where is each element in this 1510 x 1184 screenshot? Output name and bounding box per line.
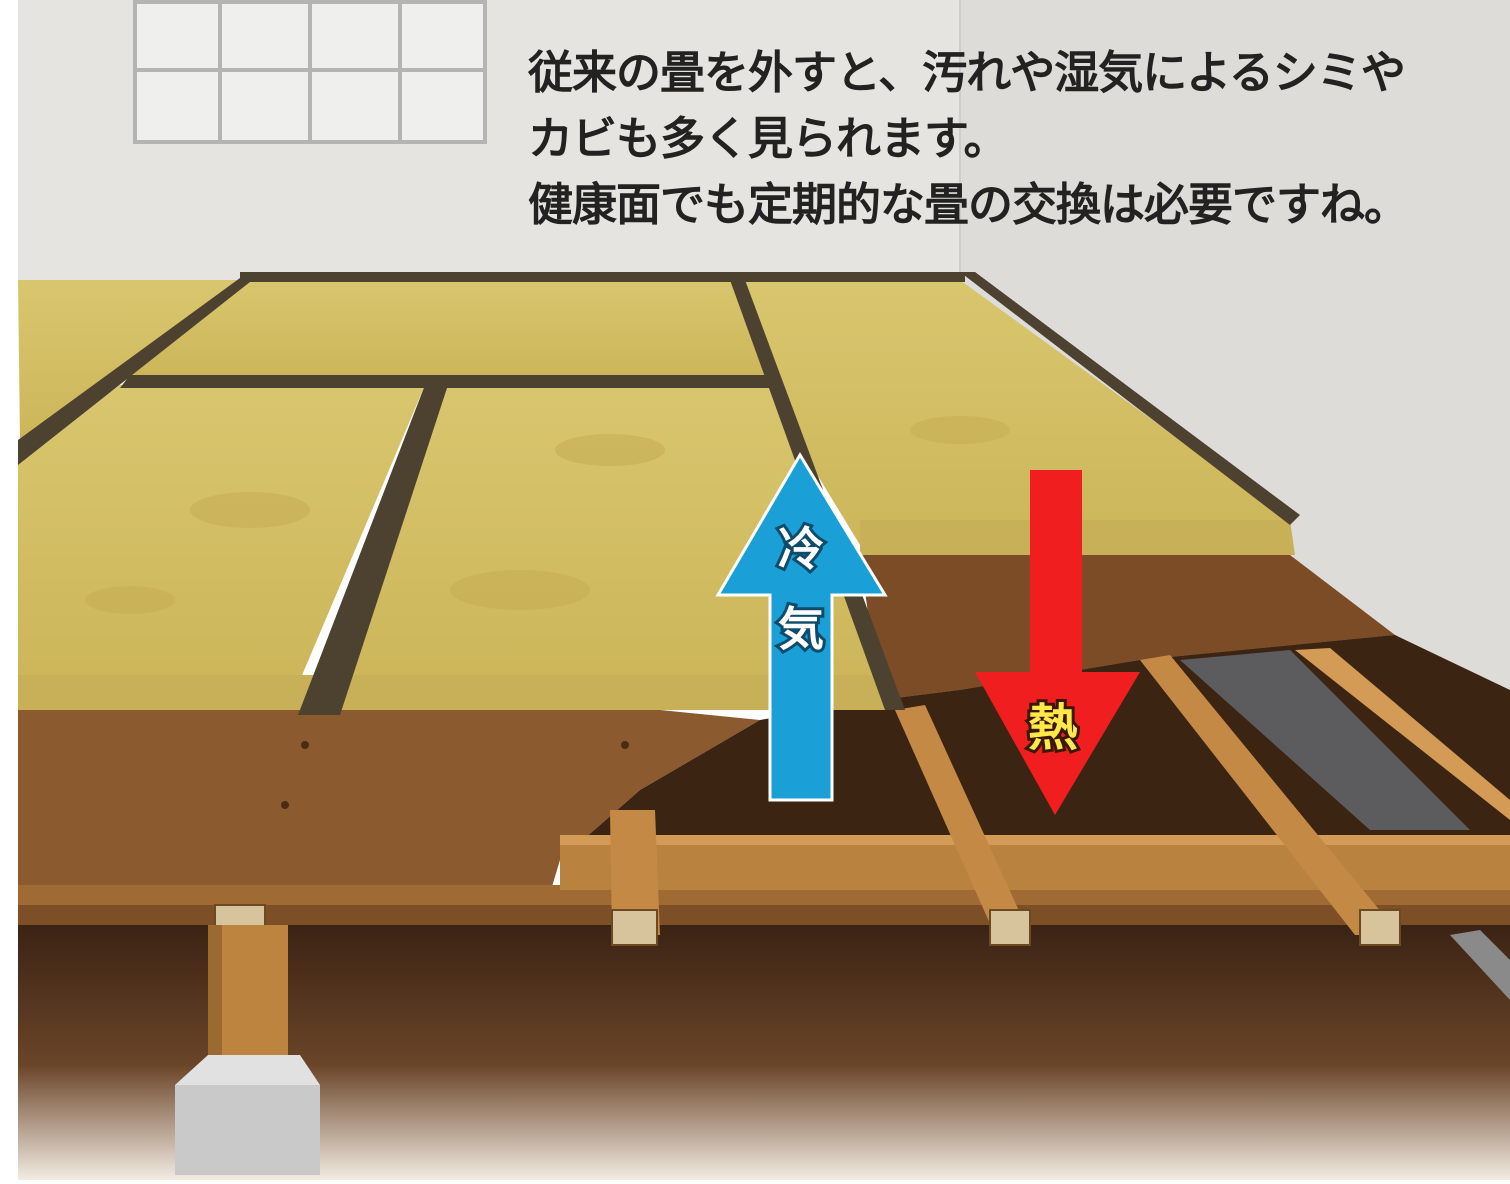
explanation-caption: 従来の畳を外すと、汚れや湿気によるシミや カビも多く見られます。 健康面でも定期… — [528, 40, 1503, 238]
floor-joists — [175, 635, 1510, 1175]
cold-air-arrow: 冷 気 — [715, 452, 888, 802]
insulation-boards — [18, 272, 1300, 715]
caption-line-2: カビも多く見られます。 — [528, 112, 1009, 165]
caption-line-3: 健康面でも定期的な畳の交換は必要ですね。 — [528, 178, 1409, 231]
room-wall — [18, 0, 1510, 700]
cold-air-label-1: 冷 — [778, 522, 824, 576]
heat-arrow: 熱 — [975, 470, 1140, 815]
cold-air-label-2: 気 — [778, 602, 824, 656]
caption-line-1: 従来の畳を外すと、汚れや湿気によるシミや — [528, 46, 1406, 99]
heat-label: 熱 — [1028, 699, 1078, 757]
window — [133, 0, 487, 144]
